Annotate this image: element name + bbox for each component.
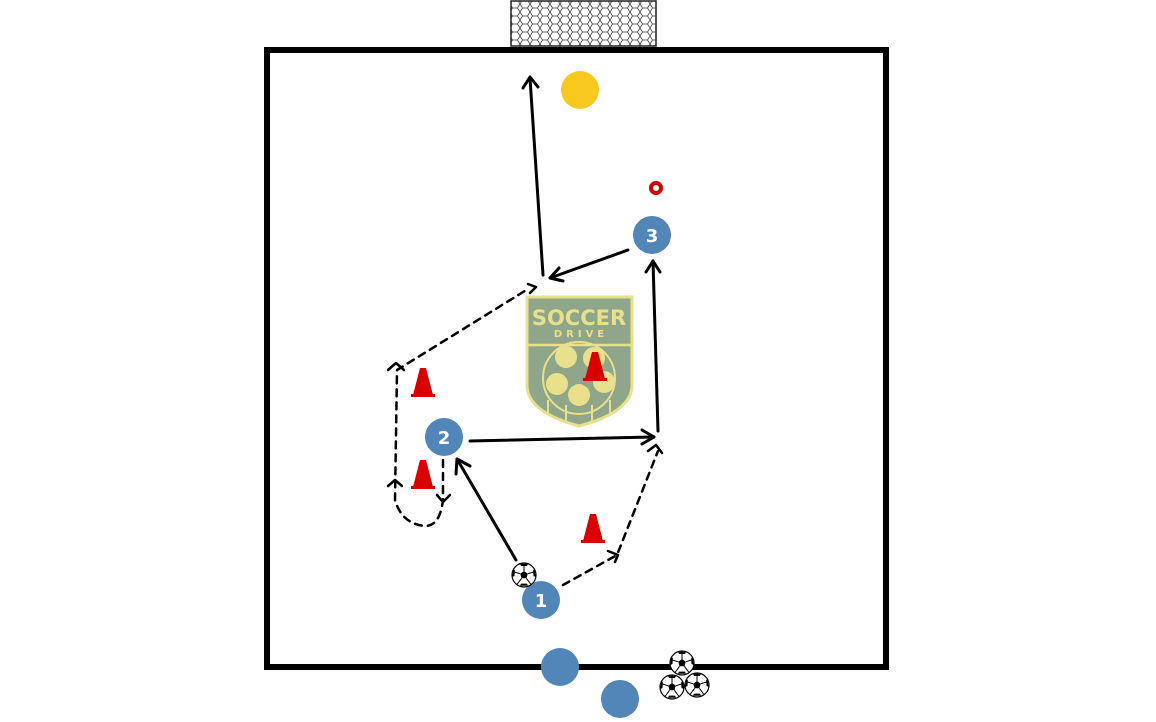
player-2-label: 2 bbox=[438, 428, 451, 449]
run-marker bbox=[526, 282, 538, 295]
pass-arrow-run-to-3 bbox=[644, 259, 662, 433]
player-1-label: 1 bbox=[535, 591, 548, 612]
logo-line2: DRIVE bbox=[554, 329, 608, 340]
soccer-ball-icon bbox=[684, 672, 710, 698]
run-marker bbox=[606, 549, 620, 564]
ring-marker-icon bbox=[649, 181, 663, 195]
goalkeeper bbox=[561, 71, 599, 109]
soccer-ball-icon bbox=[669, 650, 695, 676]
run-path-2 bbox=[393, 287, 530, 528]
run-marker bbox=[386, 478, 404, 488]
pass-arrow-2-to-run bbox=[468, 428, 656, 446]
goal-net-icon bbox=[510, 0, 657, 47]
pass-arrow-3-to-run bbox=[548, 248, 630, 283]
cone-icon bbox=[411, 460, 435, 489]
run-marker bbox=[386, 361, 406, 372]
shot-arrow bbox=[521, 75, 545, 277]
waiting-player bbox=[601, 680, 639, 718]
run-path-1 bbox=[561, 449, 660, 587]
cone-icon bbox=[411, 368, 435, 397]
player-1: 1 bbox=[522, 581, 560, 619]
run-marker bbox=[646, 443, 664, 455]
player-3: 3 bbox=[633, 216, 671, 254]
run-marker bbox=[435, 493, 452, 504]
waiting-player bbox=[541, 648, 579, 686]
soccer-ball-icon bbox=[659, 674, 685, 700]
soccer-drive-crest-icon: SOCCER DRIVE bbox=[525, 295, 634, 428]
player-2: 2 bbox=[425, 418, 463, 456]
soccer-ball-icon bbox=[511, 562, 537, 588]
logo-line1: SOCCER bbox=[532, 306, 626, 330]
cone-icon bbox=[581, 514, 605, 543]
pass-arrow-1-to-2 bbox=[454, 457, 518, 562]
player-3-label: 3 bbox=[646, 226, 659, 247]
